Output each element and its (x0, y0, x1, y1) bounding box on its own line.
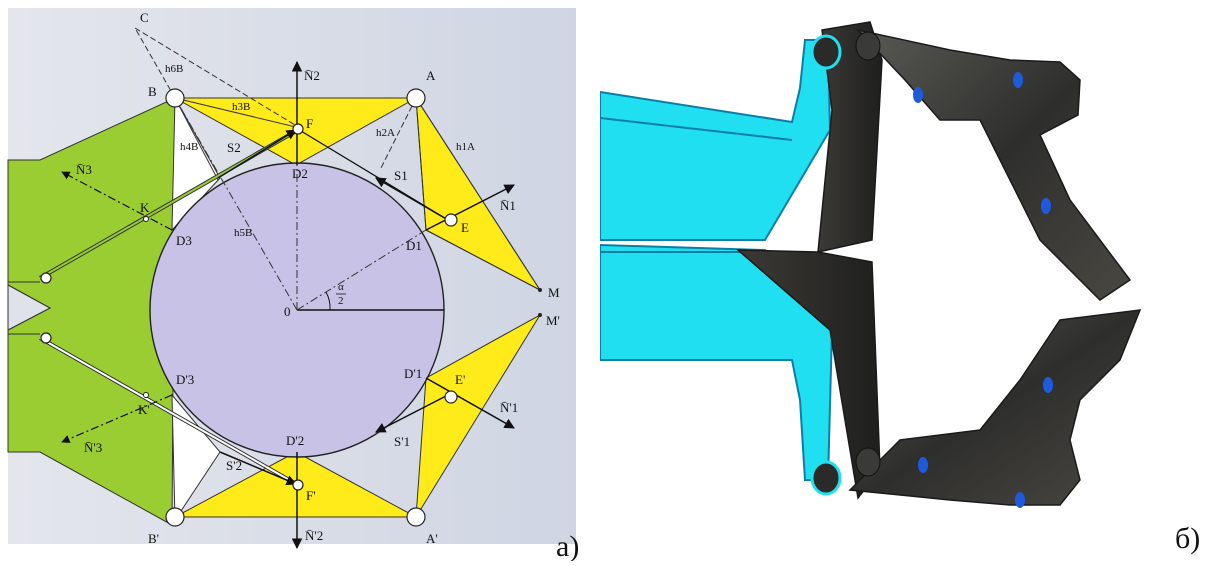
label-h1a: h1A (456, 141, 475, 153)
axis-line-d1 (296, 229, 427, 311)
joint-ap (406, 507, 426, 527)
joint-a (406, 88, 426, 108)
label-k: K (140, 200, 150, 215)
label-d2p: D'2 (286, 433, 304, 448)
gripper-render: б) (599, 21, 1200, 555)
label-d3p: D'3 (176, 372, 194, 387)
bolt-5 (918, 457, 928, 473)
upper-finger (855, 28, 1132, 301)
upper-hinge (855, 31, 881, 61)
label-d1p: D'1 (404, 366, 422, 381)
upper-pivot-pin (810, 34, 842, 70)
label-b: B (148, 84, 157, 99)
force-diagram: C B A F K E M M' K' E' F' B' A' 0 D2 D1 … (7, 8, 579, 563)
arrow-n1 (425, 184, 515, 231)
arm-h2 (379, 97, 417, 171)
label-mp: M' (546, 313, 560, 328)
lower-pivot-pin (810, 460, 842, 496)
arrow-s1 (375, 177, 449, 221)
joint-b (165, 88, 185, 108)
bolt-3 (1041, 198, 1051, 214)
label-d3: D3 (176, 233, 192, 248)
joint-f (292, 123, 304, 135)
label-s1: S1 (394, 168, 408, 183)
label-angle-den: 2 (338, 295, 344, 307)
arrow-s2p (219, 451, 297, 486)
label-e: E (461, 220, 469, 235)
line-c-f (134, 27, 301, 129)
label-h5b: h5B (234, 227, 252, 239)
label-d1: D1 (406, 238, 422, 253)
label-ep: E' (455, 372, 465, 387)
arrow-n3p (61, 394, 173, 443)
label-n2: N̄2 (304, 68, 320, 83)
label-c: C (140, 10, 149, 25)
label-h6b: h6B (165, 63, 183, 75)
label-ap: A' (426, 531, 438, 546)
arm-h5 (174, 97, 298, 311)
joint-ep (444, 390, 458, 404)
label-n3: N̄3 (76, 162, 92, 177)
label-s2: S2 (227, 140, 241, 155)
label-n1: N̄1 (500, 198, 516, 213)
label-o: 0 (284, 304, 291, 319)
lower-finger (848, 309, 1142, 506)
label-h3b: h3B (232, 101, 250, 113)
label-kp: K' (138, 402, 150, 417)
joint-e (444, 213, 458, 227)
lower-left-white-triangle (171, 393, 221, 522)
line-b-c (134, 27, 176, 99)
lower-hinge (855, 447, 881, 477)
label-s1p: S'1 (394, 434, 410, 449)
bolt-2 (1013, 72, 1023, 88)
joint-rod-upper (40, 272, 52, 284)
force-diagram-panel: C B A F K E M M' K' E' F' B' A' 0 D2 D1 … (0, 0, 600, 563)
label-angle-num: α (338, 281, 344, 293)
angle-arc (325, 291, 331, 311)
bolt-1 (913, 87, 923, 103)
arm-h4 (174, 97, 219, 181)
label-n1p: N̄'1 (500, 400, 518, 415)
joint-rod-lower (40, 332, 52, 344)
point-k (143, 216, 149, 222)
label-a: A (426, 68, 436, 83)
label-m: M (548, 285, 560, 300)
label-d2: D2 (292, 166, 308, 181)
upper-link-plate (817, 21, 883, 253)
label-n2p: N̄'2 (305, 528, 323, 543)
label-s2p: S'2 (226, 458, 242, 473)
cyan-upper-arm (599, 39, 832, 241)
panel-a-label: а) (556, 530, 579, 561)
arrow-n3 (61, 171, 173, 231)
gripper-render-panel: б) (599, 0, 1205, 561)
bolt-6 (1015, 492, 1025, 508)
label-h4b: h4B (180, 141, 198, 153)
label-bp: B' (148, 531, 159, 546)
joint-fp (292, 479, 304, 491)
arrow-n1p (425, 377, 515, 429)
label-fp: F' (306, 488, 316, 503)
arrow-s1p (375, 394, 449, 433)
green-jaw-notch (7, 284, 52, 331)
label-n3p: N̄'3 (84, 440, 102, 455)
label-h2a: h2A (376, 127, 395, 139)
point-kp (143, 392, 149, 398)
arrow-s2 (217, 129, 297, 179)
joint-bp (165, 507, 185, 527)
label-f: F (306, 116, 313, 131)
arm-h3 (174, 97, 301, 129)
bolt-4 (1043, 377, 1053, 393)
panel-b-label: б) (1175, 522, 1200, 555)
right-lower-yellow-link (415, 313, 542, 518)
